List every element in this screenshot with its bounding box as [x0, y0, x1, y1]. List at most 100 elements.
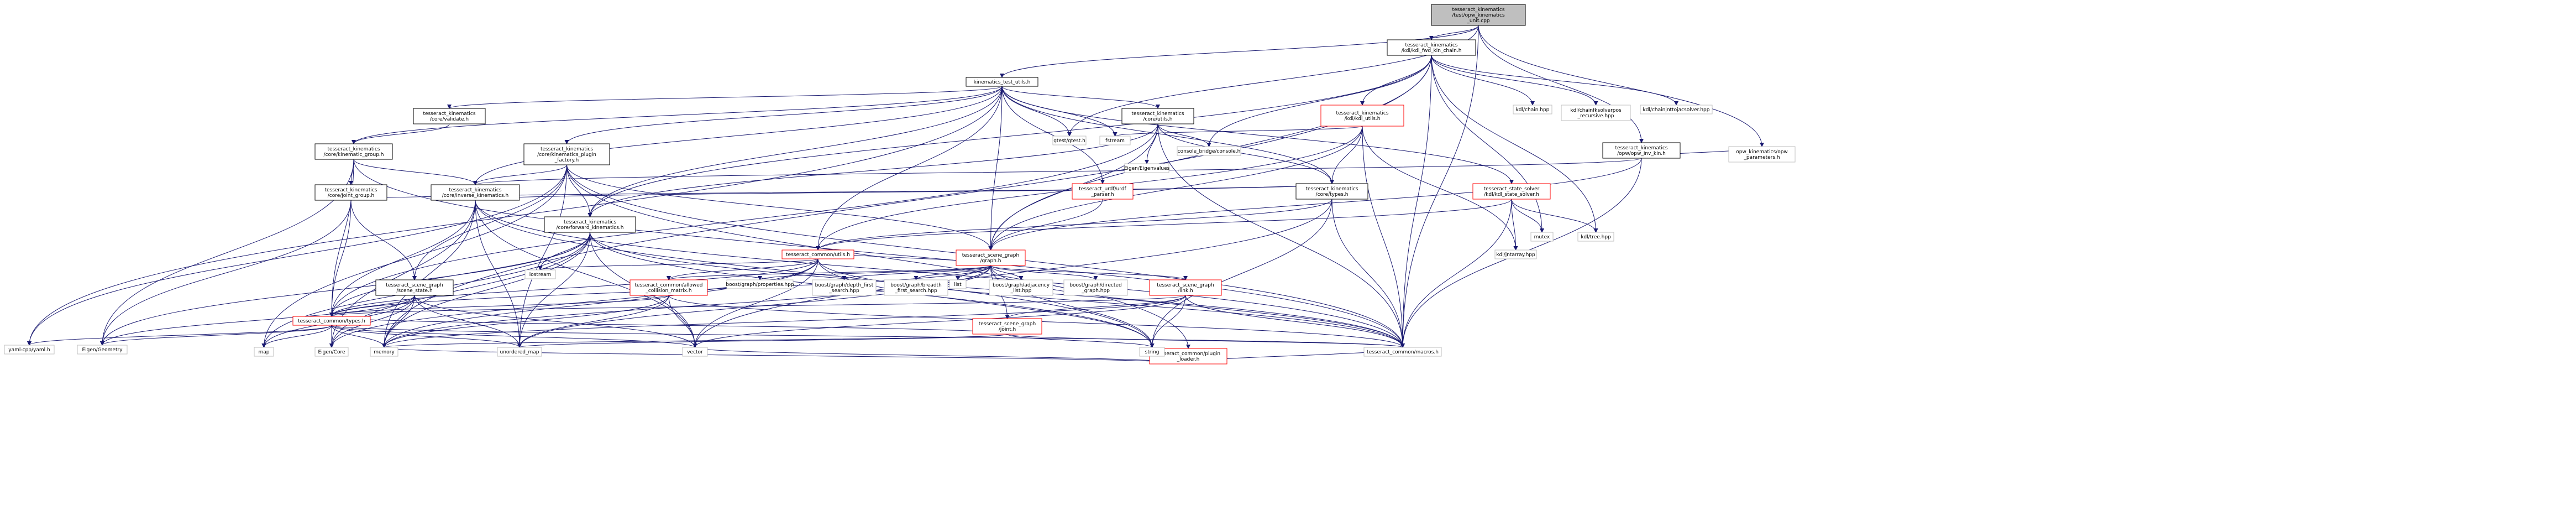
node-string: string — [1139, 347, 1165, 357]
node-label: /kdl/kdl_utils.h — [1345, 116, 1381, 122]
edge-kdl_fwd-to-kdl_jacsolver — [1431, 55, 1678, 106]
node-kin_test_utils[interactable]: kinematics_test_utils.h — [966, 77, 1038, 87]
edge-kdl_utils-to-scene_graph — [988, 126, 1363, 251]
node-label: kdl/chainfksolverpos — [1570, 108, 1622, 113]
edge-scene_graph-to-list — [956, 265, 991, 280]
node-label: memory — [374, 350, 395, 355]
node-scene_state[interactable]: tesseract_scene_graph/scene_state.h — [375, 279, 454, 296]
node-kdl_chain: kdl/chain.hpp — [1513, 105, 1552, 114]
edge-forward_kin-to-memory — [382, 232, 590, 348]
node-box — [77, 345, 128, 355]
node-label: tesseract_kinematics — [541, 147, 593, 152]
edge-kdl_state_solver-to-kdl_tree — [1511, 199, 1598, 233]
dependency-edges — [27, 25, 1764, 365]
node-label: /core/kinematic_group.h — [324, 152, 384, 158]
node-iostream: iostream — [524, 269, 556, 279]
node-bg_dfs: boost/graph/depth_first_search.hpp — [812, 279, 877, 296]
edge-scene_graph-to-macros — [990, 265, 1405, 348]
node-label: /joint.h — [999, 327, 1016, 332]
node-label: /kdl/kdl_state_solver.h — [1484, 192, 1539, 197]
node-label: kdl/tree.hpp — [1581, 235, 1611, 240]
node-gtest: gtest/gtest.h — [1052, 136, 1087, 145]
node-allowed_collision[interactable]: tesseract_common/allowed_collision_matri… — [629, 279, 708, 296]
node-box — [1063, 279, 1128, 296]
edge-core_types-to-vector — [692, 199, 1332, 348]
node-opw_params: opw_kinematics/opw_parameters.h — [1728, 146, 1796, 163]
node-opw_inv[interactable]: tesseract_kinematics/opw/opw_inv_kin.h — [1602, 142, 1681, 159]
edge-core_utils-to-eigenvalues — [1145, 123, 1158, 164]
edge-inverse_kin-to-string — [475, 200, 1155, 348]
edge-kdl_state_solver-to-mutex — [1511, 199, 1544, 233]
edge-plugin_factory-to-scene_state — [412, 164, 567, 280]
edge-plugin_factory-to-forward_kin — [566, 164, 592, 217]
node-kdl_fksolver: kdl/chainfksolverpos_recursive.hpp — [1561, 105, 1631, 121]
node-box — [1431, 4, 1526, 26]
node-kin_group[interactable]: tesseract_kinematics/core/kinematic_grou… — [314, 143, 393, 160]
edge-kdl_state_solver-to-kdl_jntarray — [1511, 199, 1518, 251]
node-core_validate[interactable]: tesseract_kinematics/core/validate.h — [413, 108, 486, 124]
node-label: tesseract_kinematics — [1615, 145, 1667, 151]
node-sg_joint[interactable]: tesseract_scene_graph/joint.h — [972, 318, 1042, 335]
node-label: kdl/jntarray.hpp — [1496, 252, 1535, 258]
node-label: /opw/opw_inv_kin.h — [1617, 151, 1666, 157]
node-inverse_kin[interactable]: tesseract_kinematics/core/inverse_kinema… — [431, 184, 520, 201]
edge-kdl_fwd-to-macros — [1400, 55, 1432, 348]
edge-common_types-to-eigen_geometry — [100, 325, 332, 346]
node-label: gtest/gtest.h — [1053, 138, 1085, 144]
node-box — [1177, 146, 1241, 156]
node-label: boost/graph/depth_first — [815, 283, 874, 288]
node-common_types[interactable]: tesseract_common/types.h — [292, 316, 371, 326]
node-label: /core/forward_kinematics.h — [556, 225, 623, 231]
edge-joint_group-to-scene_state — [350, 200, 417, 280]
edge-kdl_utils-to-core_types — [1330, 126, 1363, 184]
edge-kin_test_utils-to-plugin_factory — [564, 86, 1003, 144]
edge-scene_state-to-unordered_map — [414, 295, 522, 348]
node-label: string — [1145, 350, 1160, 355]
edge-opw_inv-to-scene_graph — [988, 158, 1642, 251]
node-box — [1494, 249, 1537, 259]
node-label: list — [954, 282, 962, 288]
node-urdf_parser[interactable]: tesseract_urdf/urdf_parser.h — [1072, 183, 1134, 200]
node-label: tesseract_kinematics — [1305, 186, 1358, 192]
node-label: /core/utils.h — [1143, 117, 1172, 122]
node-kdl_state_solver[interactable]: tesseract_state_solver/kdl/kdl_state_sol… — [1472, 183, 1551, 200]
node-common_utils[interactable]: tesseract_common/utils.h — [781, 249, 854, 259]
node-plugin_factory[interactable]: tesseract_kinematics/core/kinematics_plu… — [523, 143, 610, 165]
node-scene_graph[interactable]: tesseract_scene_graph/graph.h — [956, 249, 1026, 266]
edge-plugin_factory-to-inverse_kin — [473, 164, 567, 185]
edge-inverse_kin-to-vector — [475, 200, 697, 348]
node-box — [1072, 183, 1134, 200]
node-list: list — [949, 279, 967, 289]
edge-kin_group-to-inverse_kin — [353, 159, 478, 185]
edge-core_types-to-common_utils — [816, 199, 1332, 251]
node-box — [1640, 105, 1713, 114]
edge-common_types-to-vector — [331, 325, 697, 348]
node-label: _recursive.hpp — [1577, 113, 1614, 119]
edge-core_types-to-string — [1150, 199, 1332, 348]
node-core_utils[interactable]: tesseract_kinematics/core/utils.h — [1121, 108, 1194, 124]
edge-scene_state-to-eigen_geometry — [100, 295, 415, 346]
edge-sg_joint-to-unordered_map — [517, 334, 1008, 348]
edge-kin_test_utils-to-scene_graph — [988, 86, 1003, 251]
edge-scene_graph-to-bg_properties — [758, 265, 991, 280]
node-label: /test/opw_kinematics — [1452, 13, 1505, 18]
edge-core_utils-to-core_types — [1157, 123, 1334, 184]
node-core_types[interactable]: tesseract_kinematics/core/types.h — [1295, 183, 1368, 200]
edge-inverse_kin-to-core_types — [475, 183, 1334, 201]
node-forward_kin[interactable]: tesseract_kinematics/core/forward_kinema… — [544, 216, 636, 233]
node-joint_group[interactable]: tesseract_kinematics/core/joint_group.h — [314, 184, 387, 201]
node-box — [370, 347, 398, 357]
node-kdl_fwd[interactable]: tesseract_kinematics/kdl/kdl_fwd_kin_cha… — [1387, 39, 1476, 56]
node-label: boost/graph/adjacency — [993, 283, 1050, 288]
node-label: _factory.h — [554, 158, 579, 163]
node-box — [1121, 108, 1194, 124]
edge-common_utils-to-iostream — [538, 258, 819, 270]
node-box — [523, 143, 610, 165]
node-sg_link[interactable]: tesseract_scene_graph/link.h — [1149, 279, 1222, 296]
node-kdl_utils[interactable]: tesseract_kinematics/kdl/kdl_utils.h — [1320, 105, 1404, 127]
edge-kin_test_utils-to-forward_kin — [587, 86, 1003, 217]
edge-kin_test_utils-to-core_validate — [447, 86, 1003, 109]
node-label: _parameters.h — [1743, 155, 1780, 160]
node-root[interactable]: tesseract_kinematics/test/opw_kinematics… — [1431, 4, 1526, 26]
edge-scene_graph-to-bg_adjacency — [990, 265, 1024, 280]
